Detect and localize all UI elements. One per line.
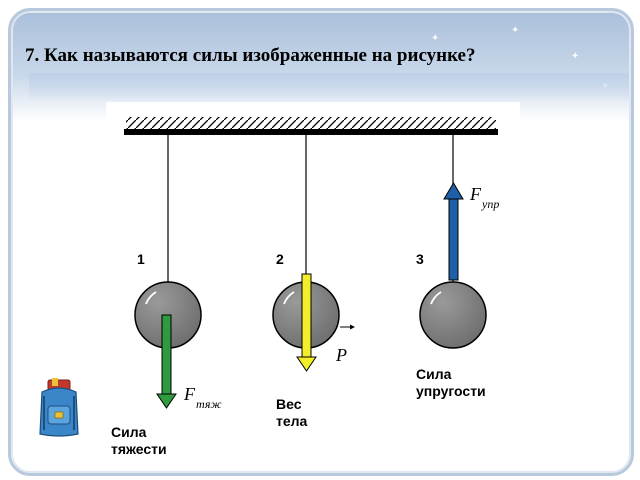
weight-vector-mark <box>340 324 355 330</box>
gravity-force-subscript: тяж <box>196 397 222 411</box>
pendulum-number-2: 2 <box>276 251 284 267</box>
sparkle-icon: ✦ <box>511 25 520 36</box>
slide-title: 7. Как называются силы изображенные на р… <box>25 45 476 66</box>
ball-3 <box>419 281 487 349</box>
gravity-force-arrow <box>156 314 177 409</box>
ball-highlight-3 <box>430 291 442 305</box>
caption-weight: Вес тела <box>276 396 308 429</box>
title-sheen <box>29 73 629 101</box>
elastic-force-arrow <box>443 182 464 281</box>
elastic-force-symbol: F <box>469 184 482 204</box>
ceiling-hatch <box>126 117 496 129</box>
pendulum-number-3: 3 <box>416 251 424 267</box>
ball-highlight-2 <box>283 291 295 305</box>
weight-force-symbol: P <box>335 345 347 365</box>
pendulum-number-1: 1 <box>137 251 145 267</box>
ball-highlight-1 <box>145 291 157 305</box>
sparkle-icon: ✦ <box>571 51 580 62</box>
gravity-force-symbol: F <box>183 384 196 404</box>
weight-force-arrow <box>296 273 317 372</box>
caption-elastic: Сила упругости <box>416 366 486 399</box>
caption-gravity: Сила тяжести <box>111 424 167 457</box>
sparkle-icon: ✦ <box>431 33 440 44</box>
ceiling-beam <box>124 129 498 135</box>
elastic-force-subscript: упр <box>481 197 499 211</box>
backpack-icon <box>39 378 79 437</box>
